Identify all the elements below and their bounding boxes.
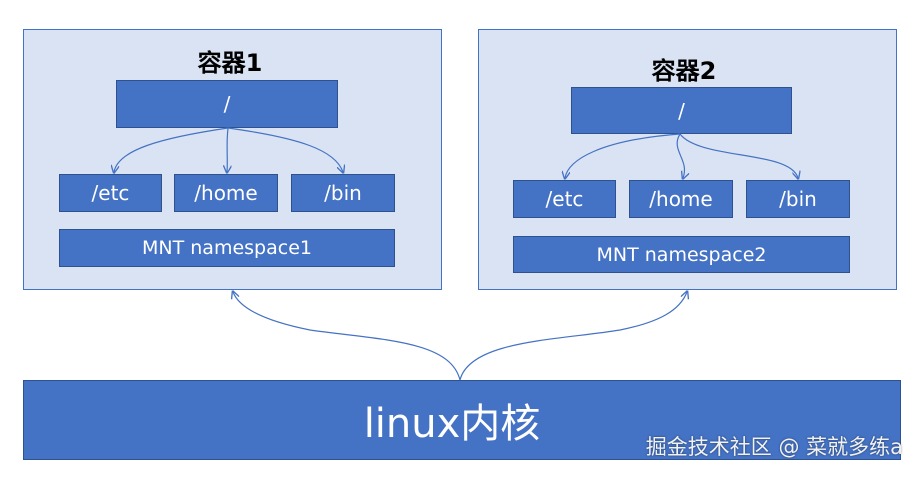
container1-root-dir: / [116, 80, 338, 128]
arrow-kernel-c1 [233, 292, 461, 381]
container2-title: 容器2 [651, 57, 717, 85]
linux-kernel-box: linux内核 [23, 380, 901, 460]
linux-kernel-label: linux内核 [363, 401, 541, 447]
container2-etc-dir: /etc [513, 180, 616, 218]
container1-etc-dir: /etc [59, 174, 162, 212]
container1-title: 容器1 [197, 49, 263, 77]
container1-bin-dir: /bin [291, 174, 395, 212]
container2-root-dir: / [571, 87, 792, 134]
watermark-text: 掘金技术社区 @ 菜就多练a [645, 435, 903, 459]
container1-namespace: MNT namespace1 [59, 229, 395, 267]
container1-home-dir: /home [174, 174, 278, 212]
arrow-kernel-c2 [459, 292, 687, 381]
container2-namespace: MNT namespace2 [513, 236, 850, 273]
container2-home-dir: /home [629, 180, 733, 218]
container2-bin-dir: /bin [746, 180, 850, 218]
